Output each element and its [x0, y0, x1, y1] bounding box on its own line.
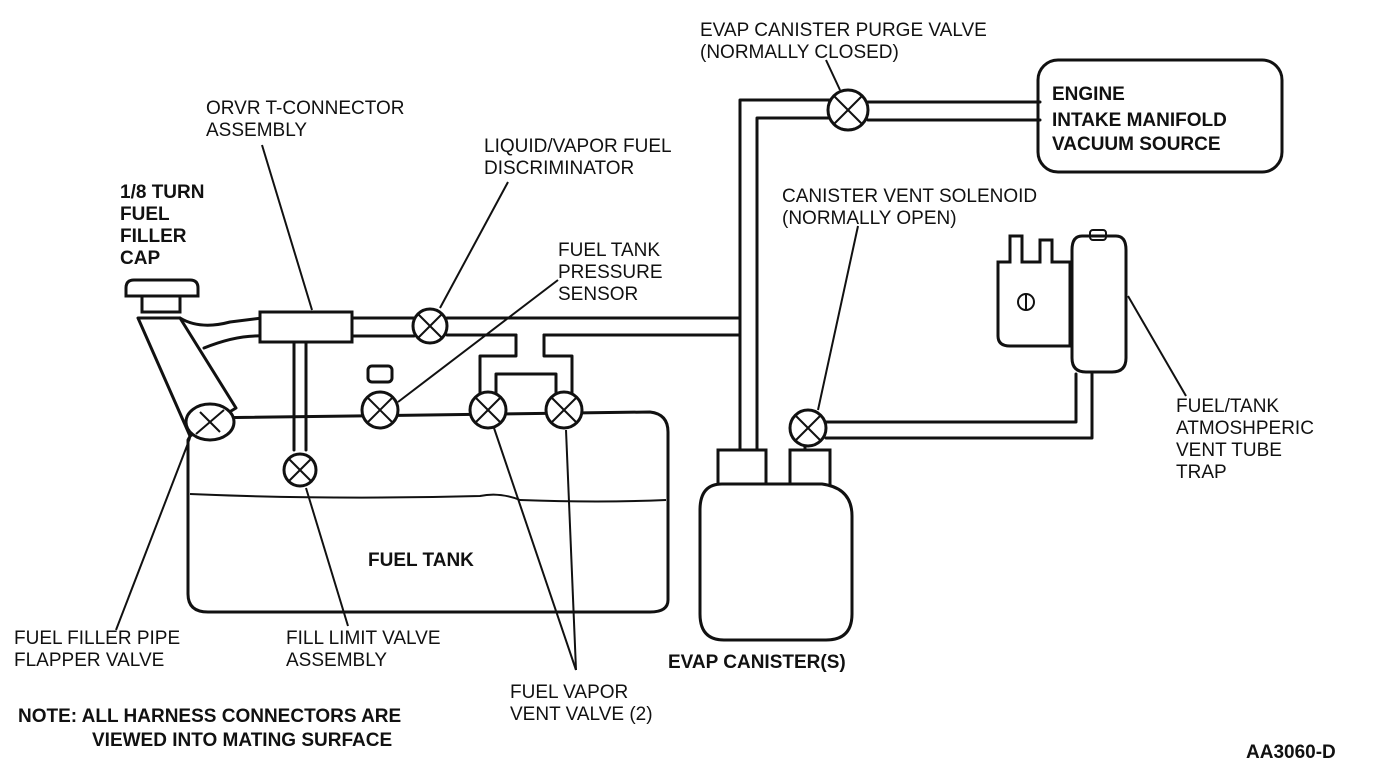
fuel-tank-label: FUEL TANK [368, 550, 474, 571]
note-label: NOTE: ALL HARNESS CONNECTORS ARE VIEWED … [18, 706, 406, 751]
discriminator-label: LIQUID/VAPOR FUEL DISCRIMINATOR [484, 136, 676, 179]
canister-supply-line [738, 98, 832, 452]
engine-label: ENGINE INTAKE MANIFOLD VACUUM SOURCE [1052, 84, 1232, 155]
vent-solenoid-icon [788, 408, 828, 448]
vapor-vent-valve-icon [468, 390, 508, 430]
vent-tube-trap-icon [996, 229, 1128, 374]
orvr-t-connector [258, 310, 416, 452]
pressure-sensor-icon [360, 364, 400, 430]
vent-solenoid-label: CANISTER VENT SOLENOID (NORMALLY OPEN) [782, 186, 1042, 229]
flapper-valve-label: FUEL FILLER PIPE FLAPPER VALVE [14, 628, 185, 671]
fill-limit-valve-icon [282, 452, 318, 488]
orvr-label: ORVR T-CONNECTOR ASSEMBLY [206, 98, 410, 141]
filler-cap-label: 1/8 TURN FUEL FILLER CAP [120, 182, 210, 269]
purge-valve-label: EVAP CANISTER PURGE VALVE (NORMALLY CLOS… [700, 20, 992, 63]
fuel-filler-pipe [136, 316, 264, 438]
leader-lines [115, 59, 1187, 671]
evap-canister-icon [698, 448, 854, 642]
fill-limit-label: FILL LIMIT VALVE ASSEMBLY [286, 628, 446, 671]
vapor-line [445, 316, 742, 397]
engine-box [1036, 58, 1284, 174]
evap-canister-label: EVAP CANISTER(S) [668, 652, 846, 673]
vent-trap-label: FUEL/TANK ATMOSHPERIC VENT TUBE TRAP [1176, 396, 1319, 483]
vapor-vent-valve-icon [544, 390, 584, 430]
pressure-sensor-label: FUEL TANK PRESSURE SENSOR [558, 240, 668, 305]
figure-id: AA3060-D [1246, 742, 1336, 763]
vapor-vent-label: FUEL VAPOR VENT VALVE (2) [510, 682, 653, 725]
purge-valve-icon [826, 88, 870, 132]
discriminator-valve-icon [411, 307, 449, 345]
vent-line [803, 372, 1094, 452]
filler-cap-icon [124, 278, 200, 314]
vacuum-line [866, 100, 1042, 122]
fuel-tank [186, 410, 670, 614]
flapper-valve-icon [184, 402, 236, 442]
